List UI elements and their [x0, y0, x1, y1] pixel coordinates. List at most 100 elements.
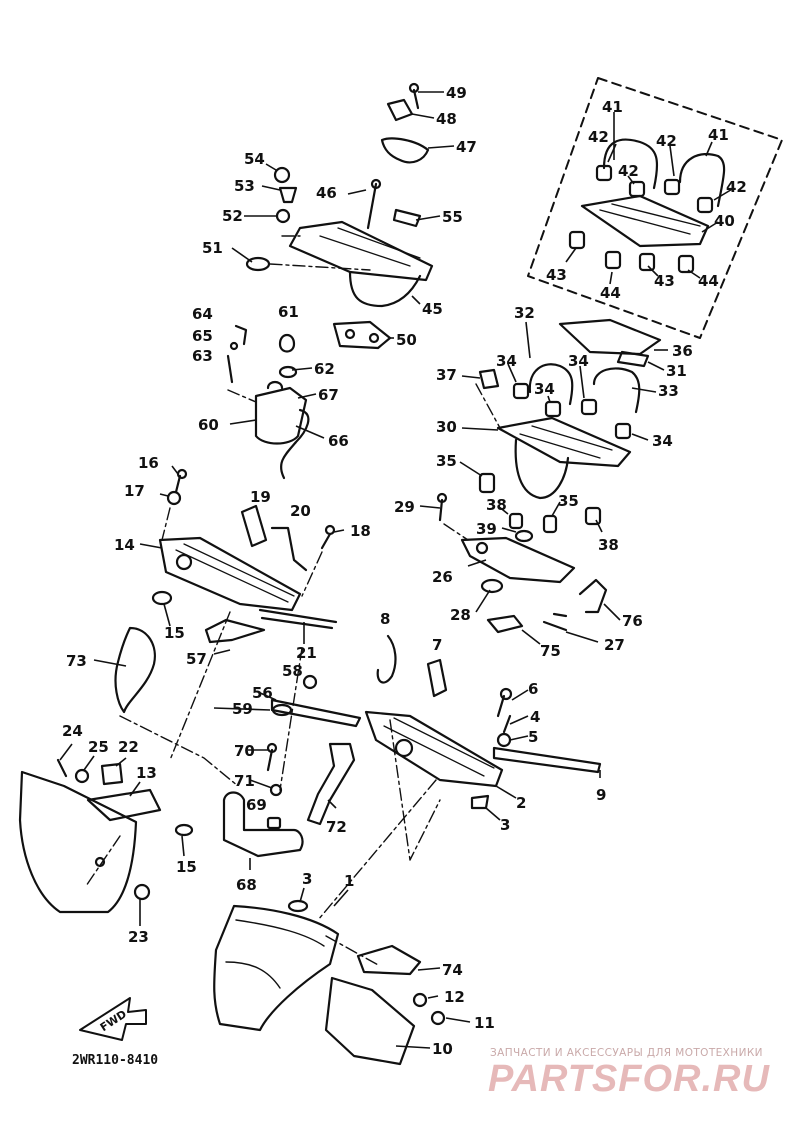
label-26: 26 [432, 568, 453, 586]
part-35-damper [478, 472, 496, 494]
label-52: 52 [222, 207, 243, 225]
part-61-cap [278, 333, 296, 353]
label-73: 73 [66, 652, 87, 670]
part-19-strap [240, 504, 268, 548]
label-5: 5 [528, 728, 538, 746]
watermark-tagline: ЗАПЧАСТИ И АКСЕССУАРЫ ДЛЯ МОТОТЕХНИКИ [490, 1047, 763, 1059]
guide-line [325, 935, 381, 967]
label-16: 16 [138, 454, 159, 472]
part-3-grommet-2 [287, 899, 309, 913]
label-36: 36 [672, 342, 693, 360]
part-32-handle [528, 363, 574, 406]
label-67: 67 [318, 386, 339, 404]
label-21: 21 [296, 644, 317, 662]
part-70-bolt [266, 748, 274, 772]
part-73-guard [114, 626, 156, 714]
part-44-damper [677, 254, 695, 274]
part-56-strip [270, 698, 362, 728]
part-55-collar [392, 208, 422, 228]
label-45: 45 [422, 300, 443, 318]
part-67-cap [266, 380, 284, 390]
part-3-grommet [470, 794, 490, 810]
optional-kit-box [527, 77, 783, 339]
part-51-grommet [245, 256, 271, 272]
label-43: 43 [546, 266, 567, 284]
drawing-code: 2WR110-8410 [72, 1053, 158, 1068]
label-59: 59 [232, 700, 253, 718]
label-12: 12 [444, 988, 465, 1006]
label-65: 65 [192, 327, 213, 345]
guide-line [389, 719, 441, 861]
part-59-grommet [271, 703, 293, 717]
part-46-bolt [366, 182, 378, 230]
part-38-bush [584, 506, 602, 526]
label-3b: 3 [302, 870, 312, 888]
label-75: 75 [540, 642, 561, 660]
label-76: 76 [622, 612, 643, 630]
label-68: 68 [236, 876, 257, 894]
part-37-nut [478, 368, 500, 390]
label-22: 22 [118, 738, 139, 756]
part-6-bolt [496, 694, 506, 718]
label-39: 39 [476, 520, 497, 538]
part-44-damper [604, 250, 622, 270]
guide-line [161, 507, 171, 541]
part-24-bolt [56, 758, 68, 778]
label-42d: 42 [726, 178, 747, 196]
part-13-bracket [86, 788, 162, 822]
guide-line [475, 383, 501, 429]
part-1-frame [213, 904, 340, 1032]
label-71: 71 [234, 772, 255, 790]
part-68-bracket [222, 791, 304, 858]
part-71-washer [269, 783, 283, 797]
part-8-hose [376, 634, 397, 684]
label-29: 29 [394, 498, 415, 516]
label-57: 57 [186, 650, 207, 668]
label-20: 20 [290, 502, 311, 520]
part-29-bolt [438, 498, 444, 522]
guide-line [119, 715, 239, 787]
part-42-rubber [696, 196, 714, 214]
part-72-stay [306, 742, 356, 826]
part-41-handle-right [678, 152, 726, 208]
label-38: 38 [486, 496, 507, 514]
part-7-clip [426, 658, 448, 698]
part-76-bracket [578, 578, 608, 614]
label-54: 54 [244, 150, 265, 168]
part-14-stay [158, 536, 302, 612]
label-44: 44 [600, 284, 621, 302]
label-40: 40 [714, 212, 735, 230]
part-11-bolt [430, 1010, 446, 1026]
label-19: 19 [250, 488, 271, 506]
part-26-bracket [460, 536, 576, 584]
label-4: 4 [530, 708, 540, 726]
part-53-bolt [278, 186, 298, 204]
part-50-plate [332, 320, 392, 350]
label-47: 47 [456, 138, 477, 156]
label-6: 6 [528, 680, 538, 698]
label-38b: 38 [598, 536, 619, 554]
label-42c: 42 [618, 162, 639, 180]
label-35b: 35 [558, 492, 579, 510]
label-60: 60 [198, 416, 219, 434]
label-74: 74 [442, 961, 463, 979]
label-53: 53 [234, 177, 255, 195]
part-34-rubber [512, 382, 530, 400]
label-2: 2 [516, 794, 526, 812]
guide-line [443, 523, 469, 541]
part-74-cover [356, 944, 422, 976]
part-43-damper [568, 230, 586, 250]
label-30: 30 [436, 418, 457, 436]
part-30-body [514, 438, 570, 500]
part-30-bracket [496, 416, 632, 468]
guide-line [317, 779, 437, 921]
label-55: 55 [442, 208, 463, 226]
label-56: 56 [252, 684, 273, 702]
part-45-body [348, 270, 422, 308]
watermark-logo: PARTSFOR.RU [488, 1058, 770, 1100]
part-35-damper [542, 514, 558, 534]
part-47-cover [380, 137, 430, 164]
part-42-rubber [595, 164, 613, 182]
part-41-handle-left [602, 138, 659, 190]
part-15-grommet [151, 590, 173, 606]
